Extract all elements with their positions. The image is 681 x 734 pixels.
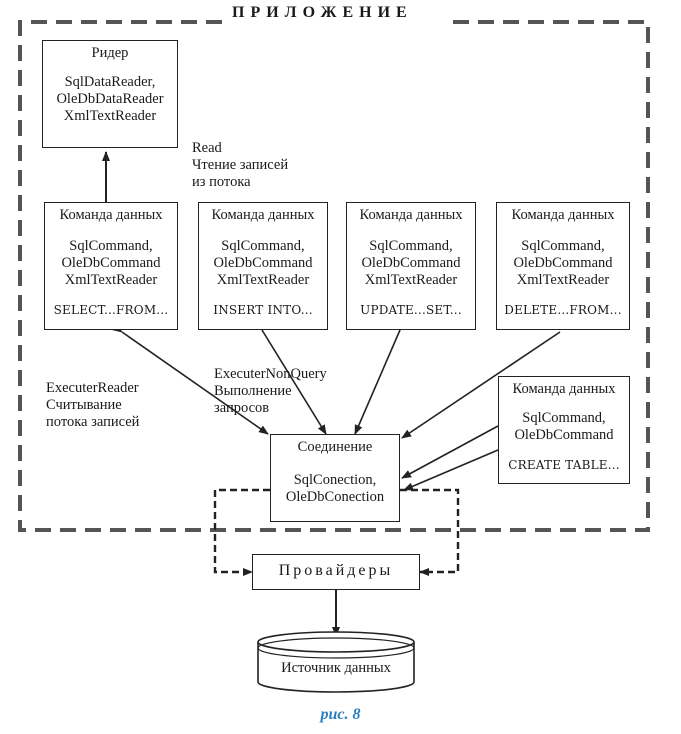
datasource-label: Источник данных — [281, 660, 391, 676]
read-note-line-3: из потока — [192, 174, 251, 190]
executer-reader-note: ExecuterReader Считывание потока записей — [46, 380, 139, 431]
reader-title: Ридер — [91, 45, 129, 61]
command-class-3: XmlTextReader — [516, 272, 610, 288]
command-sql: SELECT...FROM... — [53, 303, 169, 317]
command-class-1: SqlCommand, — [69, 238, 153, 254]
command-class-1: SqlCommand, — [522, 410, 606, 426]
executer-nonquery-line-2: Выполнение — [214, 383, 292, 399]
arrow-update-to-connection — [354, 329, 401, 435]
command-title: Команда данных — [511, 207, 615, 223]
command-class-2: OleDbCommand — [361, 255, 461, 271]
command-sql: UPDATE...SET... — [360, 303, 462, 317]
connection-title: Соединение — [297, 439, 373, 455]
command-class-1: SqlCommand, — [369, 238, 453, 254]
command-box-delete: Команда данных SqlCommand, OleDbCommand … — [496, 202, 630, 330]
executer-nonquery-note: ExecuterNonQuery Выполнение запросов — [214, 366, 327, 417]
command-sql: CREATE TABLE... — [508, 458, 620, 472]
command-class-2: OleDbCommand — [61, 255, 161, 271]
reader-box: Ридер SqlDataReader, OleDbDataReader Xml… — [42, 40, 178, 148]
command-class-1: SqlCommand, — [221, 238, 305, 254]
reader-class-1: SqlDataReader, — [64, 74, 156, 90]
command-class-2: OleDbCommand — [213, 255, 313, 271]
dashed-link-left — [213, 486, 279, 576]
command-class-3: XmlTextReader — [364, 272, 458, 288]
providers-title: Провайдеры — [278, 562, 394, 579]
connection-class-2: OleDbConection — [285, 489, 385, 505]
command-sql: DELETE...FROM... — [504, 303, 622, 317]
reader-class-2: OleDbDataReader — [56, 91, 164, 107]
command-box-update: Команда данных SqlCommand, OleDbCommand … — [346, 202, 476, 330]
read-note-line-2: Чтение записей — [192, 157, 289, 173]
executer-nonquery-line-3: запросов — [214, 400, 270, 416]
executer-reader-line-3: потока записей — [46, 414, 140, 430]
command-box-select: Команда данных SqlCommand, OleDbCommand … — [44, 202, 178, 330]
command-title: Команда данных — [59, 207, 163, 223]
command-class-2: OleDbCommand — [513, 255, 613, 271]
arrow-delete-to-connection — [401, 331, 561, 439]
reader-class-3: XmlTextReader — [63, 108, 157, 124]
command-title: Команда данных — [359, 207, 463, 223]
arrow-insert-to-connection — [261, 329, 327, 435]
read-note: Read Чтение записей из потока — [192, 140, 288, 191]
command-class-2: OleDbCommand — [514, 427, 614, 443]
command-box-insert: Команда данных SqlCommand, OleDbCommand … — [198, 202, 328, 330]
command-sql: INSERT INTO... — [213, 303, 313, 317]
providers-box: Провайдеры — [252, 554, 420, 590]
read-note-line-1: Read — [192, 140, 222, 156]
arrow-create-to-connection-2 — [403, 449, 499, 491]
datasource-cylinder — [257, 631, 415, 693]
arrow-create-to-connection — [401, 425, 499, 479]
arrow-executer-reader — [112, 323, 269, 435]
command-title: Команда данных — [512, 381, 616, 397]
command-class-1: SqlCommand, — [521, 238, 605, 254]
executer-reader-line-1: ExecuterReader — [46, 380, 139, 396]
connection-box: Соединение SqlConection, OleDbConection — [270, 434, 400, 522]
connection-class-1: SqlConection, — [293, 472, 377, 488]
executer-nonquery-line-1: ExecuterNonQuery — [214, 366, 327, 382]
executer-reader-line-2: Считывание — [46, 397, 122, 413]
application-boundary — [18, 20, 650, 532]
application-title: ПРИЛОЖЕНИЕ — [228, 4, 417, 22]
command-title: Команда данных — [211, 207, 315, 223]
command-class-3: XmlTextReader — [216, 272, 310, 288]
command-class-3: XmlTextReader — [64, 272, 158, 288]
command-box-create: Команда данных SqlCommand, OleDbCommand … — [498, 376, 630, 484]
figure-caption: рис. 8 — [320, 706, 361, 723]
dashed-link-right — [391, 486, 460, 576]
